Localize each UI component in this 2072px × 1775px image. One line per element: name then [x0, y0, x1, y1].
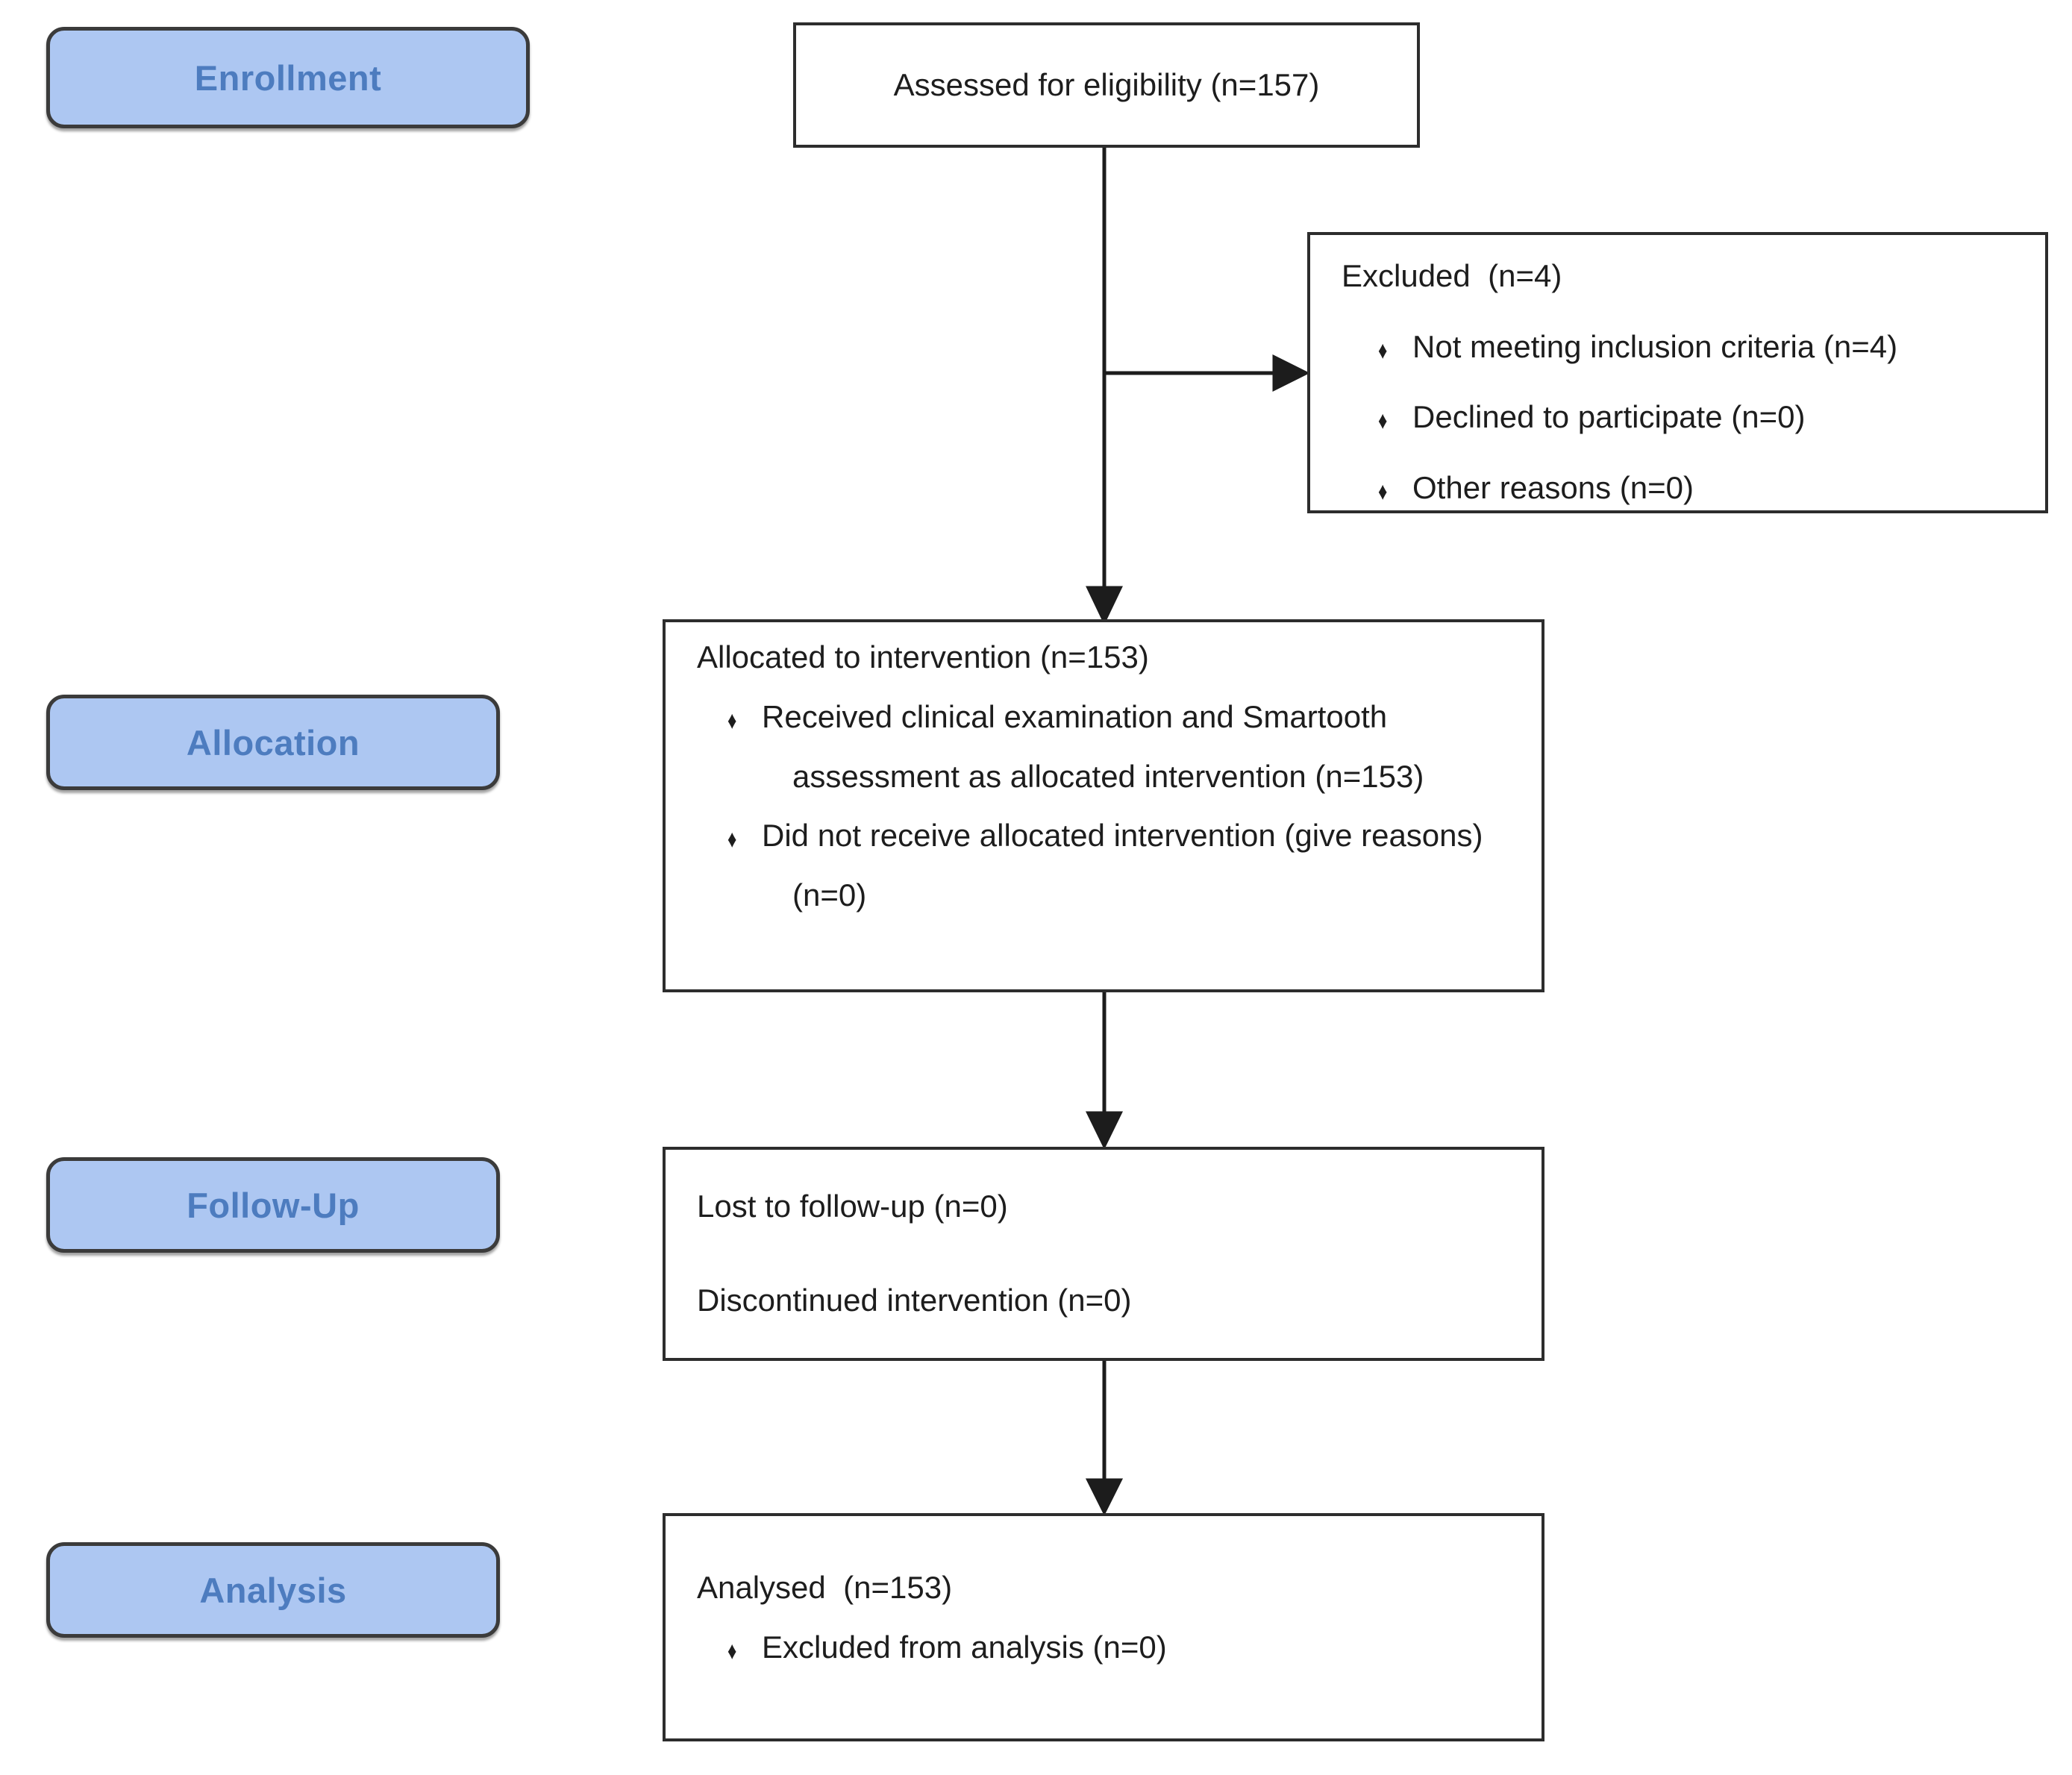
allocated-bullet-list: ♦ Received clinical examination and Smart… [697, 687, 1524, 925]
analysed-title: Analysed (n=153) [697, 1570, 953, 1605]
stage-label-analysis: Analysis [46, 1542, 500, 1638]
allocated-bullet-text: Did not receive allocated intervention (… [762, 818, 1483, 913]
stage-label-followup: Follow-Up [46, 1157, 500, 1253]
stage-label-followup-text: Follow-Up [187, 1185, 360, 1225]
box-allocated-to-intervention: Allocated to intervention (n=153) ♦ Recei… [663, 619, 1544, 992]
analysis-bullet-list: ♦ Excluded from analysis (n=0) [697, 1618, 1524, 1677]
excluded-bullet-item: ♦ Other reasons (n=0) [1342, 453, 2027, 524]
followup-line: Discontinued intervention (n=0) [697, 1282, 1132, 1318]
diamond-bullet-icon: ♦ [727, 1637, 737, 1665]
box-followup: Lost to follow-up (n=0) Discontinued int… [663, 1147, 1544, 1361]
excluded-bullet-text: Other reasons (n=0) [1412, 469, 1694, 505]
allocated-bullet-item: ♦ Did not receive allocated intervention … [697, 806, 1524, 925]
diamond-bullet-icon: ♦ [1378, 407, 1388, 435]
analysis-bullet-item: ♦ Excluded from analysis (n=0) [697, 1618, 1524, 1677]
box-excluded: Excluded (n=4) ♦ Not meeting inclusion cr… [1307, 232, 2048, 513]
excluded-bullet-item: ♦ Not meeting inclusion criteria (n=4) [1342, 312, 2027, 383]
arrow-assessed-to-allocated-head [1086, 586, 1123, 625]
excluded-bullet-item: ♦ Declined to participate (n=0) [1342, 382, 2027, 453]
arrow-followup-to-analysis-head [1085, 1478, 1124, 1516]
excluded-bullet-text: Declined to participate (n=0) [1412, 399, 1806, 434]
diamond-bullet-icon: ♦ [1378, 478, 1388, 505]
allocated-bullet-text: Received clinical examination and Smarto… [762, 698, 1424, 794]
arrow-branch-to-excluded-head [1272, 354, 1310, 392]
allocated-bullet-item: ♦ Received clinical examination and Smart… [697, 687, 1524, 807]
diamond-bullet-icon: ♦ [727, 825, 737, 854]
assessed-title: Assessed for eligibility (n=157) [893, 67, 1320, 102]
excluded-title: Excluded (n=4) [1342, 258, 1562, 293]
stage-label-allocation: Allocation [46, 695, 500, 790]
stage-label-analysis-text: Analysis [199, 1570, 347, 1610]
box-analysed: Analysed (n=153) ♦ Excluded from analysis… [663, 1513, 1544, 1741]
diamond-bullet-icon: ♦ [1378, 336, 1388, 364]
stage-label-allocation-text: Allocation [186, 722, 360, 763]
stage-label-enrollment-text: Enrollment [194, 57, 382, 98]
analysis-bullet-text: Excluded from analysis (n=0) [762, 1629, 1167, 1665]
stage-label-enrollment: Enrollment [46, 27, 530, 128]
followup-line: Lost to follow-up (n=0) [697, 1189, 1008, 1224]
excluded-bullet-text: Not meeting inclusion criteria (n=4) [1412, 328, 1898, 364]
diamond-bullet-icon: ♦ [727, 707, 737, 735]
arrow-allocated-to-followup-head [1085, 1111, 1124, 1150]
followup-lines: Lost to follow-up (n=0) Discontinued int… [697, 1177, 1524, 1330]
box-assessed-for-eligibility: Assessed for eligibility (n=157) [793, 22, 1420, 148]
excluded-bullet-list: ♦ Not meeting inclusion criteria (n=4) ♦ D… [1342, 312, 2027, 524]
allocated-title: Allocated to intervention (n=153) [697, 639, 1149, 674]
